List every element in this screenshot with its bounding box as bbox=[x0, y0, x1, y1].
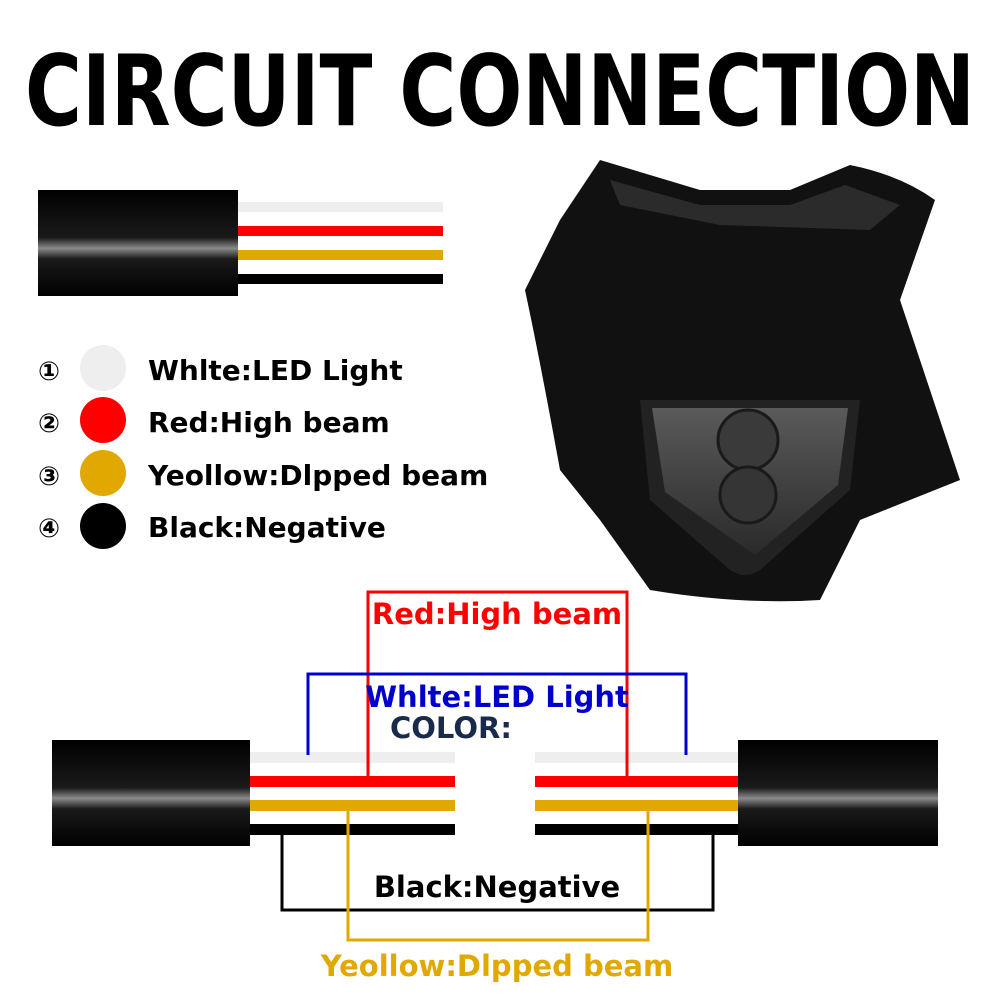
top-wire-bundle bbox=[38, 190, 443, 296]
legend-marker: ③ bbox=[38, 462, 60, 492]
top-wire-red bbox=[238, 226, 443, 236]
top-wire-black bbox=[238, 274, 443, 284]
legend-item-red: ② Red:High beam bbox=[38, 397, 390, 443]
legend-item-black: ④ Black:Negative bbox=[38, 503, 386, 549]
headlight-highlight bbox=[610, 180, 900, 230]
legend-marker: ① bbox=[38, 357, 60, 387]
red-connection-line bbox=[366, 590, 629, 776]
legend-label: Yeollow:Dlpped beam bbox=[147, 459, 488, 492]
legend: ① Whlte:LED Light ② Red:High beam ③ Yeol… bbox=[38, 345, 488, 549]
connection-diagram: Red:High beam Whlte:LED Light COLOR: Bla… bbox=[52, 590, 938, 983]
black-connection-line bbox=[280, 835, 715, 912]
legend-marker: ④ bbox=[38, 514, 60, 544]
headlight-image bbox=[525, 160, 960, 602]
legend-item-yellow: ③ Yeollow:Dlpped beam bbox=[38, 450, 488, 496]
white-label: Whlte:LED Light bbox=[365, 680, 629, 714]
right-wire-white bbox=[535, 752, 738, 763]
right-wire-red bbox=[535, 776, 738, 787]
yellow-label: Yeollow:Dlpped beam bbox=[320, 949, 673, 983]
legend-swatch-yellow bbox=[80, 450, 126, 496]
legend-marker: ② bbox=[38, 409, 60, 439]
headlight-projector-upper bbox=[716, 408, 780, 472]
top-cable-sheath bbox=[38, 190, 238, 296]
legend-label: Whlte:LED Light bbox=[148, 354, 403, 387]
white-connection-line bbox=[306, 672, 688, 755]
top-wire-white bbox=[238, 202, 443, 212]
left-wire-black bbox=[250, 824, 455, 835]
left-wire-yellow bbox=[250, 800, 455, 811]
red-label: Red:High beam bbox=[372, 597, 622, 631]
yellow-connection-line bbox=[346, 811, 650, 942]
legend-item-white: ① Whlte:LED Light bbox=[38, 345, 403, 391]
left-wire-red bbox=[250, 776, 455, 787]
legend-label: Black:Negative bbox=[148, 511, 386, 544]
headlight-shell bbox=[525, 160, 960, 602]
right-cable-sheath bbox=[738, 740, 938, 846]
legend-swatch-black bbox=[80, 503, 126, 549]
legend-swatch-white bbox=[80, 345, 126, 391]
top-wire-yellow bbox=[238, 250, 443, 260]
legend-swatch-red bbox=[80, 397, 126, 443]
page-title: CIRCUIT CONNECTION bbox=[25, 35, 975, 149]
left-cable-sheath bbox=[52, 740, 250, 846]
legend-label: Red:High beam bbox=[148, 406, 390, 439]
right-wire-black bbox=[535, 824, 738, 835]
right-wire-yellow bbox=[535, 800, 738, 811]
headlight-projector-lower bbox=[718, 465, 778, 525]
left-wire-white bbox=[250, 752, 455, 763]
black-label: Black:Negative bbox=[374, 870, 620, 904]
color-label: COLOR: bbox=[390, 711, 512, 745]
